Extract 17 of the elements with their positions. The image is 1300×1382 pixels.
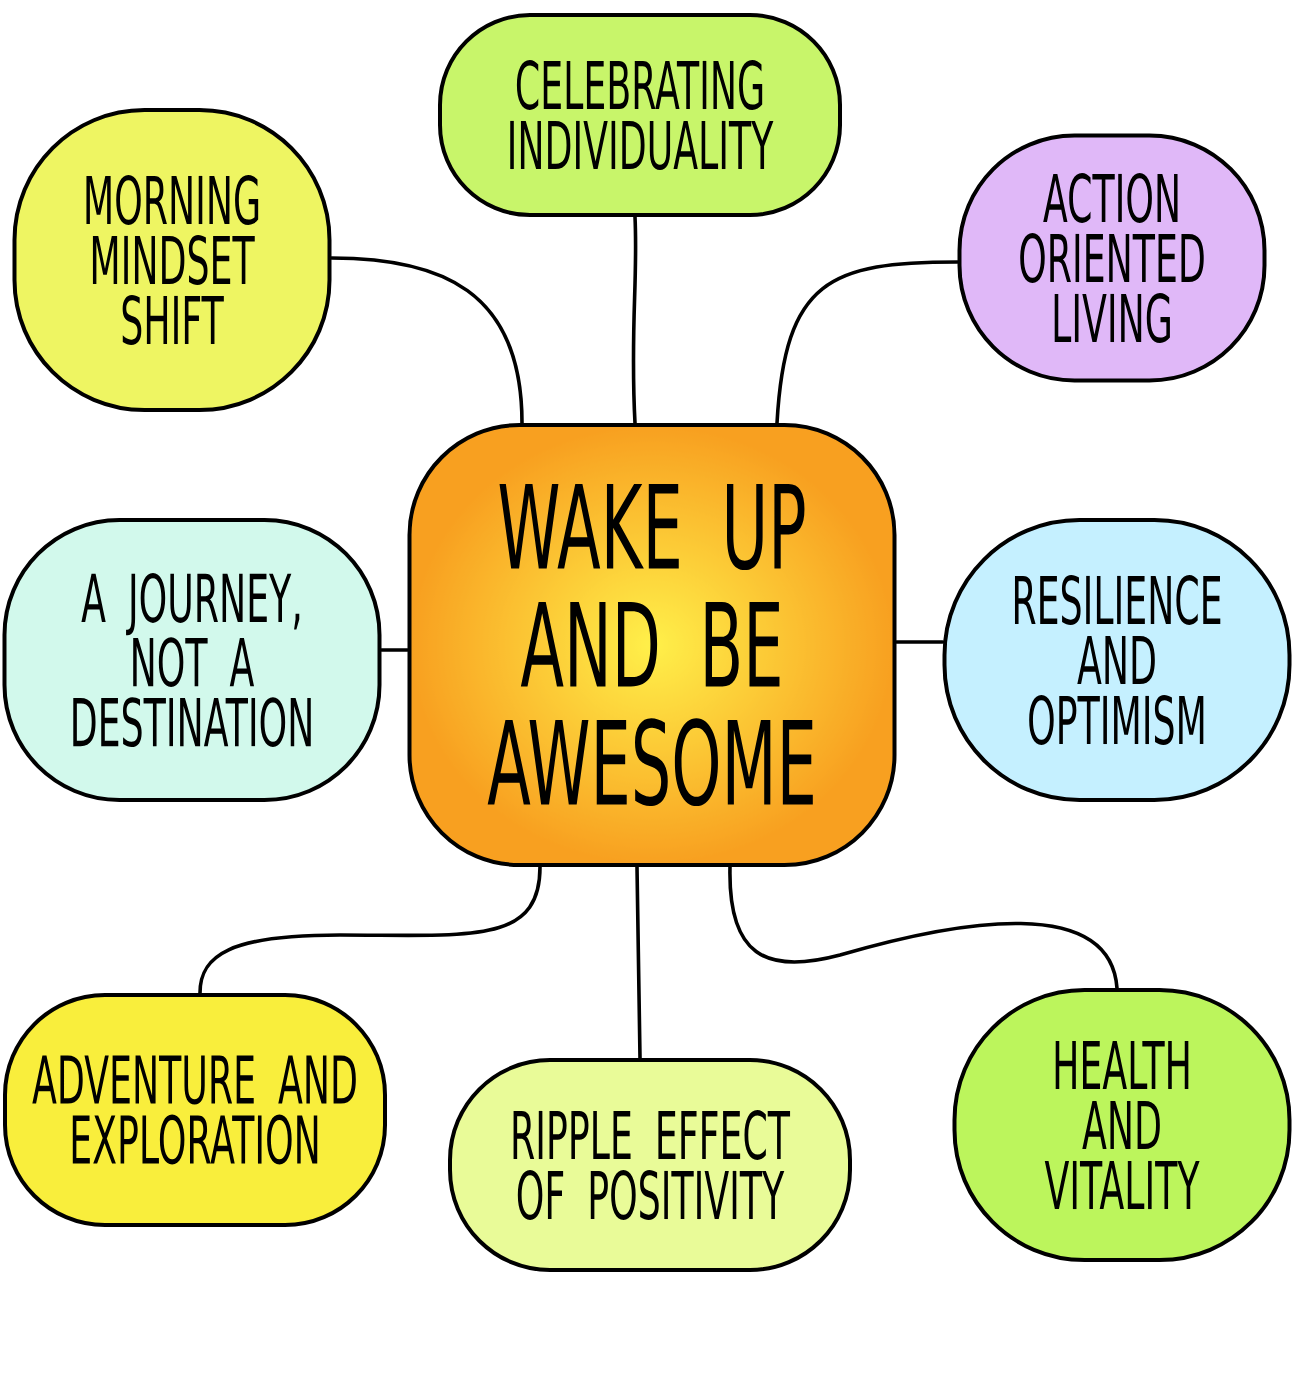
topic-bubble: MORNING MINDSET SHIFT xyxy=(12,108,332,412)
central-bubble: WAKE UP AND BE AWESOME xyxy=(407,423,897,867)
topic-bubble: ADVENTURE AND EXPLORATION xyxy=(3,993,387,1227)
topic-bubble: A JOURNEY, NOT A DESTINATION xyxy=(2,518,382,802)
connector-line xyxy=(635,865,642,1060)
topic-bubble: HEALTH AND VITALITY xyxy=(952,988,1292,1262)
topic-bubble: ACTION ORIENTED LIVING xyxy=(957,133,1267,383)
connector-line xyxy=(198,865,542,995)
connector-line xyxy=(329,256,524,425)
connector-line xyxy=(894,640,945,644)
connector-line xyxy=(728,865,1119,990)
topic-bubble: CELEBRATING INDIVIDUALITY xyxy=(438,13,842,217)
topic-bubble: RESILIENCE AND OPTIMISM xyxy=(942,518,1292,802)
connector-line xyxy=(379,648,410,652)
connector-line xyxy=(775,260,960,425)
topic-bubble: RIPPLE EFFECT OF POSITIVITY xyxy=(448,1058,852,1272)
connector-line xyxy=(631,215,638,425)
